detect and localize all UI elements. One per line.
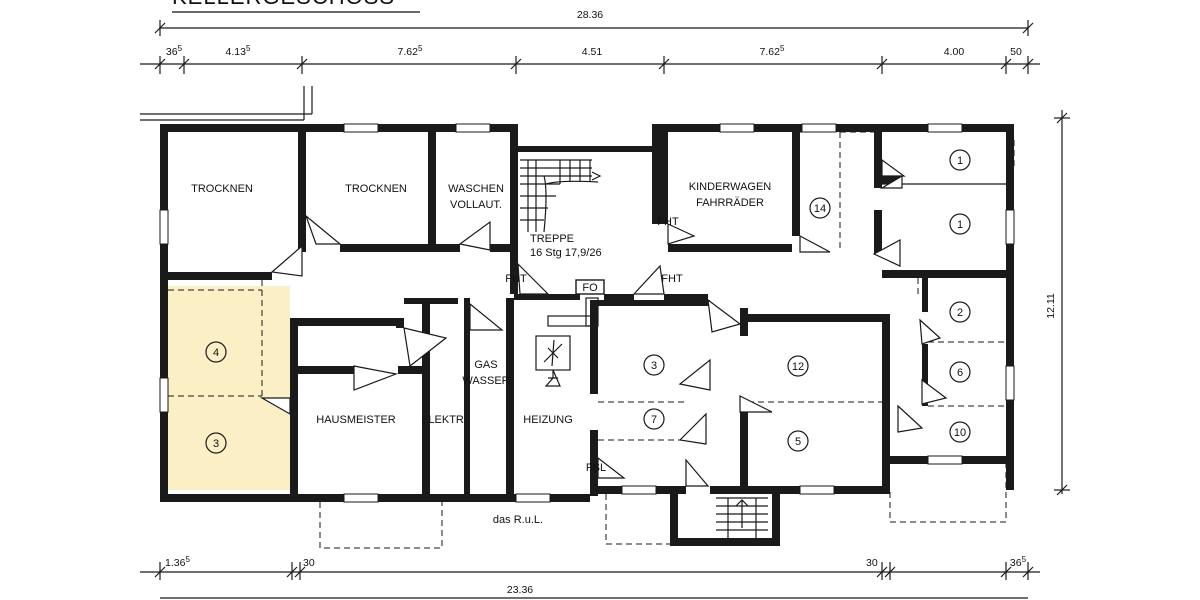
svg-text:7.625: 7.625 [760,44,785,58]
cellar-10: 10 [954,427,966,439]
room-treppe-sub: 16 Stg 17,9/26 [530,247,602,259]
room-heizung: HEIZUNG [523,414,573,426]
dim-total-width: 28.36 [577,9,603,21]
boiler-symbol [535,297,599,387]
label-ruL: das R.u.L. [493,514,543,526]
door-swings [259,158,948,487]
dim-bottom-total: 23.36 [507,584,533,596]
dim-height: 12.11 [1045,293,1057,319]
staircase [520,159,602,233]
svg-text:1.365: 1.365 [165,555,190,569]
marker-fht-3: FHT [657,216,679,228]
interior-walls [168,124,1008,498]
entrance-ramp [140,86,313,121]
svg-text:7.625: 7.625 [398,44,423,58]
cellar-12: 12 [792,361,804,373]
cellar-6: 6 [957,367,963,379]
room-waschen: WASCHEN [448,183,504,195]
svg-text:50: 50 [1010,46,1022,58]
svg-text:30: 30 [303,557,315,569]
svg-text:365: 365 [1010,555,1027,569]
marker-fsl: FSL [586,462,606,474]
svg-text:30: 30 [866,557,878,569]
svg-text:4.00: 4.00 [944,46,965,58]
room-wasser: WASSER [462,375,509,387]
room-gas: GAS [474,359,497,371]
room-hausmeister: HAUSMEISTER [316,414,396,426]
cellar-2: 2 [957,307,963,319]
light-wells [319,140,1015,549]
fo-box [575,279,605,295]
cellar-1-top: 1 [957,155,963,167]
room-kinderwagen-sub: FAHRRÄDER [696,197,764,209]
room-elektr: ELEKTR. [421,414,467,426]
marker-fht-1: FHT [505,273,527,285]
right-dimension: 12.11 [1045,110,1070,496]
room-treppe: TREPPE [530,233,574,245]
room-kinderwagen: KINDERWAGEN [689,181,772,193]
svg-text:4.135: 4.135 [226,44,251,58]
cellar-1-bottom: 1 [957,219,963,231]
cellar-5: 5 [795,436,801,448]
marker-fht-2: FHT [661,273,683,285]
marker-fo: FO [582,282,598,294]
room-waschen-sub: VOLLAUT. [450,199,502,211]
room-trocknen-2: TROCKNEN [345,183,407,195]
svg-text:365: 365 [166,44,183,58]
cellar-7: 7 [651,414,657,426]
cellar-14: 14 [814,203,826,215]
svg-text:4.51: 4.51 [582,46,603,58]
exterior-steps [716,497,768,538]
top-dimensions: 28.36 365 4.135 7.625 4.51 7.625 4.00 [140,9,1040,74]
highlight-cellar [168,286,290,490]
cellar-4: 4 [213,347,219,359]
cellar-numbers: 4 3 3 7 12 5 1 1 14 2 6 10 [205,149,971,454]
cellar-3-left: 3 [213,438,219,450]
room-trocknen-1: TROCKNEN [191,183,253,195]
cellar-3-mid: 3 [651,360,657,372]
bottom-dimensions: 1.365 30 30 365 23.36 [140,555,1040,599]
plan-title: KELLERGESCHOSS [172,0,395,9]
partitions [168,131,1006,441]
windows [159,123,1015,503]
